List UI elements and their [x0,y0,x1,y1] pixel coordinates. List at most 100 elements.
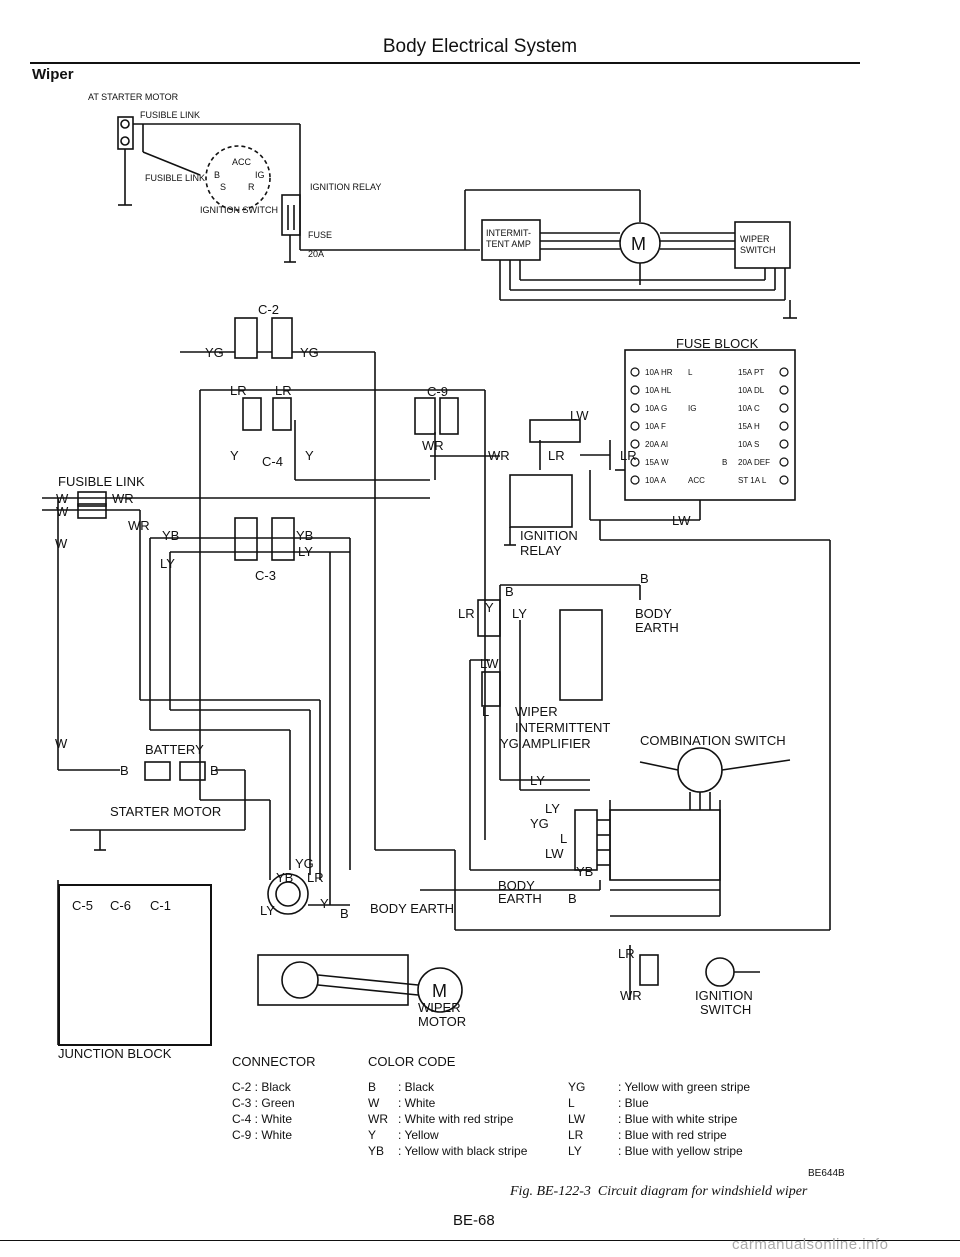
fuse-left-6: 15A W [645,458,669,467]
wire-y-c4-left: Y [230,448,239,463]
ignition-relay-label-1: IGNITION [520,528,578,543]
wire-wr-relay: WR [488,448,510,463]
wire-lw-fuseblock: LW [672,513,691,528]
wire-lr-amp: LR [458,606,475,621]
page-header-title: Body Electrical System [382,36,578,57]
fuse-left-2: 10A HL [645,386,672,395]
footer-rule [0,1240,960,1241]
ignition-relay-label-2: RELAY [520,543,562,558]
wiper-motor-label-2: MOTOR [418,1014,466,1029]
wire-b-battery-2: B [210,763,219,778]
fuse-mid-ig: IG [688,404,696,413]
connector-code: C-9 [232,1128,252,1142]
color-code-legend: COLOR CODE B: Black W: White WR: White w… [368,1054,808,1160]
ign-s-label: S [220,182,226,192]
wire-b-battery-1: B [120,763,129,778]
junction-c1-label: C-1 [150,898,171,913]
fuse-block-label: FUSE BLOCK [676,336,759,351]
connector-desc: White [261,1112,293,1126]
connector-legend-row: C-2 : Black [232,1080,291,1094]
wire-lr-c4-left: LR [230,383,247,398]
wire-lw-comb: LW [545,846,564,861]
connector-legend-row: C-9 : White [232,1128,293,1142]
figure-caption-prefix: Fig. BE-122-3 [510,1184,591,1199]
fuse-mid-b: B [722,458,727,467]
connector-legend-row: C-4 : White [232,1112,293,1126]
top-wiper-switch-label-1: WIPER [740,234,770,244]
junction-block-frame [58,884,212,1046]
color-code: LY [568,1144,582,1158]
battery-label: BATTERY [145,742,204,757]
color-desc: Blue [624,1096,649,1110]
wire-ly-c3-right: LY [298,544,313,559]
connector-code: C-3 [232,1096,252,1110]
fuse-block-box [624,349,796,501]
color-desc: White with red stripe [404,1112,514,1126]
ign-acc-label: ACC [232,157,252,167]
ignition-relay-top-label: IGNITION RELAY [310,182,381,192]
wire-b-relay: B [505,584,514,599]
body-earth-label-1: BODY [635,606,672,621]
wire-lr-relay: LR [548,448,565,463]
wire-l-comb: L [560,831,567,846]
connector-legend: CONNECTOR C-2 : Black C-3 : Green C-4 : … [232,1054,316,1144]
figure-code: BE644B [808,1168,845,1179]
fuse-right-2: 10A DL [738,386,765,395]
color-desc: Yellow with black stripe [404,1144,528,1158]
intermittent-amp-label-1: INTERMIT- [486,228,531,238]
c2-label: C-2 [258,302,279,317]
body-earth-3-label: BODY EARTH [370,901,454,916]
color-code: WR [368,1112,388,1126]
connector-desc: White [261,1128,293,1142]
wire-ly-comb-1: LY [530,773,545,788]
color-desc: Blue with yellow stripe [624,1144,743,1158]
body-earth-label-2: EARTH [635,620,679,635]
ignition-switch-top-dial [205,145,271,211]
wire-y-motor: Y [320,896,329,911]
body-earth-2-label-1: BODY [498,878,535,893]
header-rule [30,62,860,64]
fuse-left-5: 20A AI [645,440,668,449]
color-code: B [368,1080,377,1094]
wire-ly-c3-left: LY [160,556,175,571]
c9-label: C-9 [427,384,448,399]
color-code: W [368,1096,380,1110]
wire-yb-c3-right: YB [296,528,313,543]
wire-b-motor: B [340,906,349,921]
color-code: Y [368,1128,377,1142]
wire-w-battery: W [55,736,68,751]
fuse-right-3: 10A C [738,404,760,413]
wire-wr-fl: WR [112,491,134,506]
color-code-row: LY: Blue with yellow stripe [568,1144,743,1158]
color-code-row: YG: Yellow with green stripe [568,1080,751,1094]
wiper-amp-label-3: AMPLIFIER [522,736,591,751]
wire-w-fl-2: W [56,504,69,519]
page-number: BE-68 [453,1212,495,1229]
wire-yg-amp: YG [500,736,519,751]
wire-ly-motor: LY [260,903,275,918]
wire-b-earth: B [640,571,649,586]
junction-c6-label: C-6 [110,898,131,913]
wire-yg-comb: YG [530,816,549,831]
fuse-label: FUSE [308,230,332,240]
color-code-row: WR: White with red stripe [368,1112,514,1126]
color-code-row: LR: Blue with red stripe [568,1128,727,1142]
fuse-rating-label: 20A [308,249,324,259]
connector-code: C-2 [232,1080,252,1094]
color-code-row: YB: Yellow with black stripe [368,1144,528,1158]
color-code-row: B: Black [368,1080,435,1094]
figure-caption: Fig. BE-122-3 Circuit diagram for windsh… [510,1184,807,1200]
color-code: L [568,1096,575,1110]
junction-block-label: JUNCTION BLOCK [58,1046,172,1061]
wire-ly-comb-2: LY [545,801,560,816]
wiper-amp-label-2: INTERMITTENT [515,720,610,735]
color-code-row: Y: Yellow [368,1128,439,1142]
wire-yb-c3-left: YB [162,528,179,543]
connector-desc: Black [261,1080,291,1094]
top-motor-symbol-label: M [631,234,646,254]
wire-yb-motor: YB [276,870,293,885]
top-wiper-switch-label-2: SWITCH [740,245,776,255]
wire-y-amp: Y [485,600,494,615]
wire-lr-c4-right: LR [275,383,292,398]
